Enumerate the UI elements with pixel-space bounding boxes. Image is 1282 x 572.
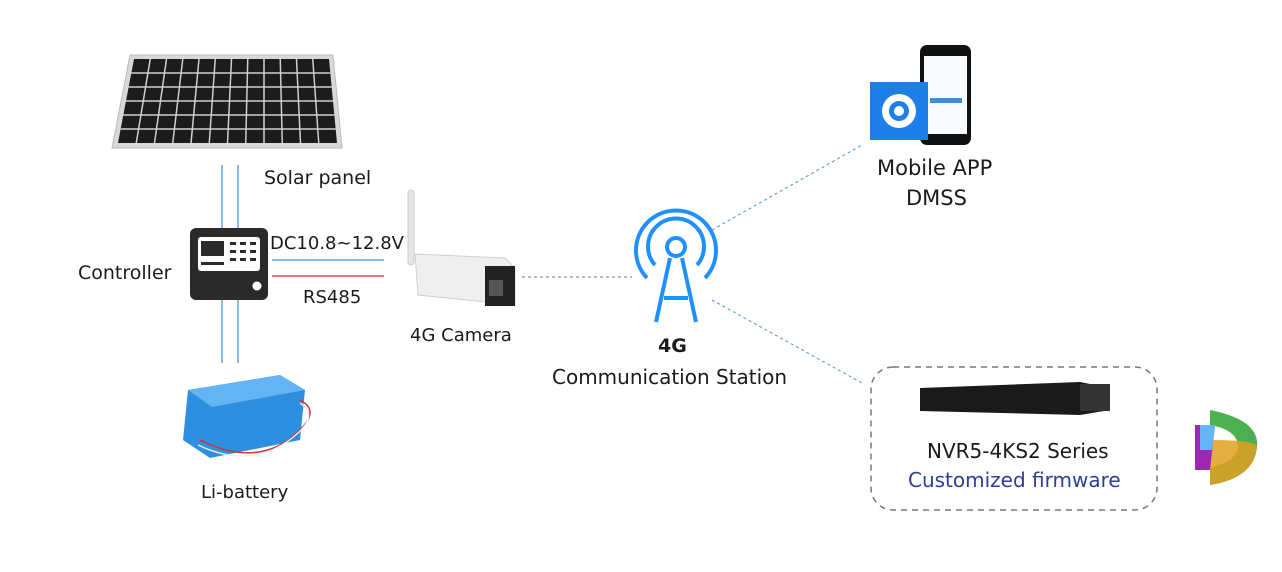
rs485-label: RS485 <box>303 287 362 308</box>
solar-panel-label: Solar panel <box>264 167 372 189</box>
camera-icon <box>407 189 516 306</box>
app-link <box>711 144 863 231</box>
nvr-icon <box>920 382 1110 415</box>
power-lines <box>221 165 384 363</box>
dss-logo-icon <box>1195 410 1258 485</box>
mobile-app-name: DMSS <box>906 186 967 210</box>
phone-icon <box>920 45 971 145</box>
dmss-app-icon <box>870 82 928 140</box>
nvr-group-box <box>870 366 1158 511</box>
nvr-firmware-label: Customized firmware <box>908 468 1121 492</box>
controller-icon <box>190 228 268 300</box>
nvr-model-label: NVR5-4KS2 Series <box>927 439 1109 463</box>
voltage-label: DC10.8~12.8V <box>270 233 404 254</box>
station-subtitle: Communication Station <box>552 365 788 389</box>
controller-label: Controller <box>78 262 172 284</box>
station-title: 4G <box>658 335 687 357</box>
solar-panel-icon <box>111 54 343 149</box>
tower-icon <box>634 208 718 323</box>
mobile-app-label: Mobile APP <box>877 156 993 180</box>
battery-label: Li-battery <box>201 482 289 503</box>
nvr-link <box>711 299 863 384</box>
camera-label: 4G Camera <box>410 325 512 346</box>
battery-icon <box>183 375 311 458</box>
